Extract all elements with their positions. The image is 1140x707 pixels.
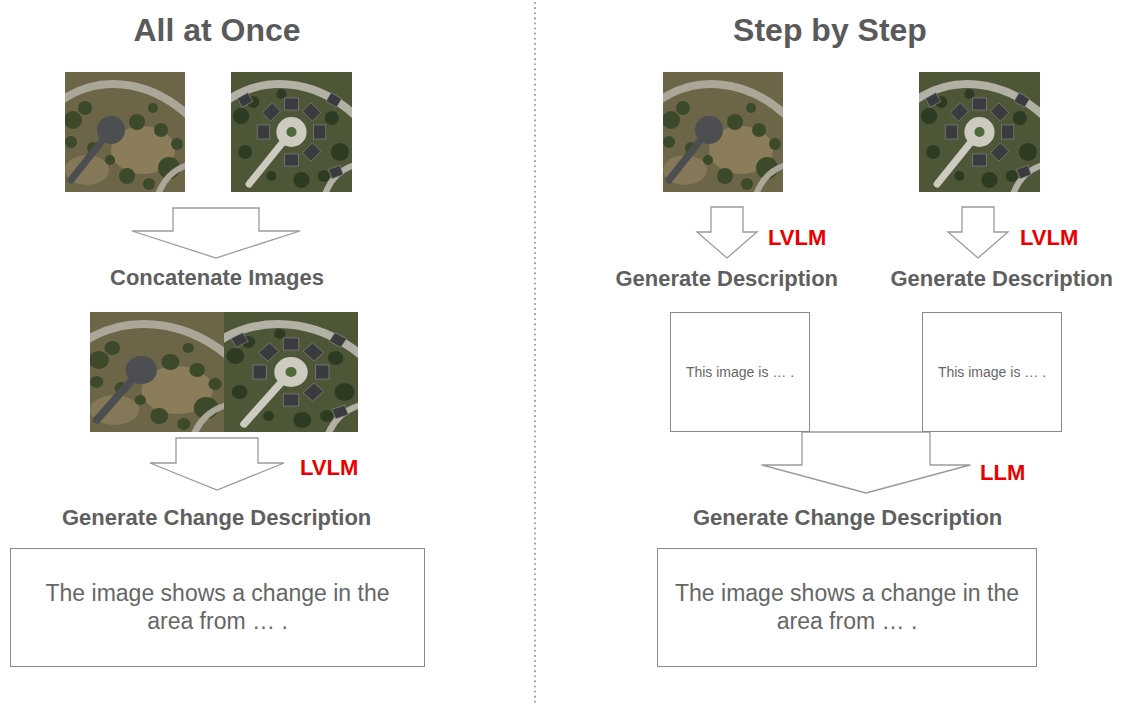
text-box: The image shows a change in the area fro… xyxy=(10,548,425,667)
block-arrow xyxy=(948,207,1008,258)
step-heading-text: Generate Description xyxy=(891,266,1114,291)
step-heading: Generate Change Description xyxy=(62,493,371,530)
block-arrow xyxy=(697,207,757,258)
model-label: LVLM xyxy=(300,455,358,480)
model-label: LVLM xyxy=(768,225,826,250)
description-text: The image shows a change in the area fro… xyxy=(670,580,1024,635)
concatenated-image-before xyxy=(83,312,230,438)
panel-title: All at Once xyxy=(133,12,300,49)
step-heading: Generate Change Description xyxy=(693,493,1002,530)
text-box: The image shows a change in the area fro… xyxy=(657,548,1037,667)
panel-title: Step by Step xyxy=(733,12,927,49)
text-box: This image is … . xyxy=(922,312,1062,432)
block-arrow xyxy=(132,208,300,258)
step-heading-text: Generate Change Description xyxy=(693,505,1002,530)
panel-divider xyxy=(534,3,536,704)
step-heading: Generate Description xyxy=(891,254,1114,291)
satellite-image-before xyxy=(657,72,789,198)
step-heading: Generate Description xyxy=(616,254,839,291)
step-heading-text: Generate Change Description xyxy=(62,505,371,530)
block-arrow xyxy=(150,438,284,490)
change-description-box: Generate Change DescriptionThe image sho… xyxy=(657,493,1037,667)
step-heading-text: Generate Description xyxy=(616,266,839,291)
concatenated-image-after xyxy=(217,312,364,438)
merge-arrow xyxy=(802,432,970,493)
description-text: This image is … . xyxy=(686,364,794,381)
description-box: Generate DescriptionThis image is … . xyxy=(616,254,839,432)
description-text: The image shows a change in the area fro… xyxy=(23,580,412,635)
model-label: LVLM xyxy=(1020,225,1078,250)
description-box: Generate DescriptionThis image is … . xyxy=(891,254,1114,432)
model-label: LLM xyxy=(980,460,1025,485)
satellite-image-after xyxy=(225,72,358,198)
step-label: Concatenate Images xyxy=(110,265,324,290)
satellite-image-after xyxy=(913,72,1046,198)
change-description-box: Generate Change DescriptionThe image sho… xyxy=(10,493,425,667)
text-box: This image is … . xyxy=(670,312,810,432)
satellite-image-before xyxy=(59,72,191,198)
merge-arrow xyxy=(762,432,866,493)
description-text: This image is … . xyxy=(938,364,1046,381)
